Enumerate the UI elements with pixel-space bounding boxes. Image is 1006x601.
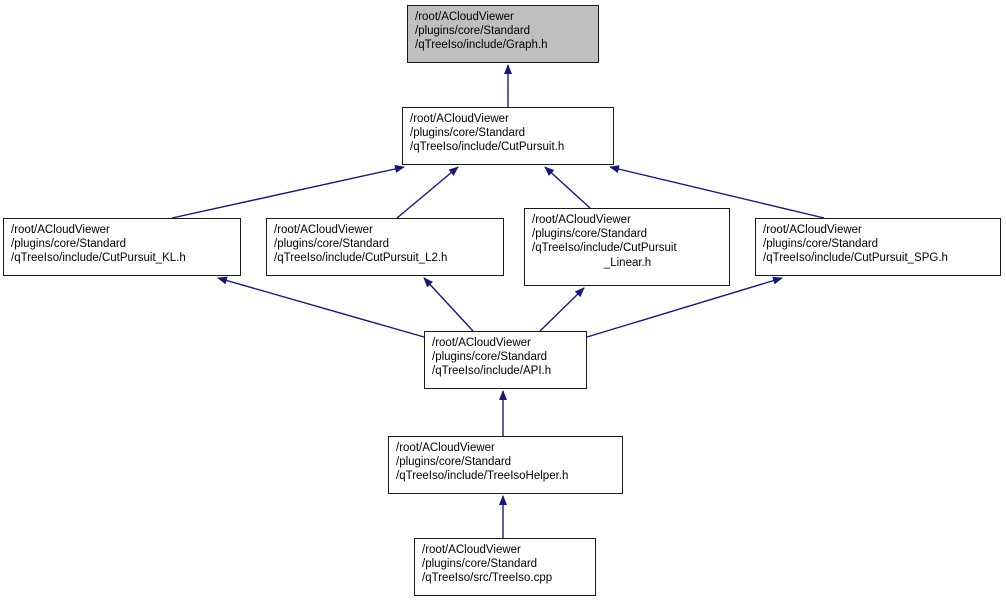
node-treeisohelper-h[interactable]: /root/ACloudViewer/plugins/core/Standard…	[388, 436, 623, 494]
edges-group	[171, 64, 825, 538]
edge-kl-to-cutpursuit	[171, 165, 405, 219]
node-cutpursuit-linear-h[interactable]: /root/ACloudViewer/plugins/core/Standard…	[524, 208, 730, 286]
node-label-line: /root/ACloudViewer	[396, 442, 495, 454]
node-label-line: /plugins/core/Standard	[11, 238, 127, 251]
edge-spg-to-cutpursuit	[609, 165, 825, 219]
node-label-line: /plugins/core/Standard	[415, 25, 531, 38]
node-label-line: /root/ACloudViewer	[532, 214, 631, 226]
node-treeiso-cpp[interactable]: /root/ACloudViewer/plugins/core/Standard…	[414, 538, 596, 596]
node-label-line: /qTreeIso/include/CutPursuit.h	[410, 141, 565, 154]
node-cutpursuit-kl-h[interactable]: /root/ACloudViewer/plugins/core/Standard…	[3, 218, 241, 276]
node-label-line: /root/ACloudViewer	[422, 544, 521, 556]
node-label-line: /qTreeIso/src/TreeIso.cpp	[422, 572, 553, 585]
node-label-line: /qTreeIso/include/CutPursuit_SPG.h	[763, 252, 948, 265]
node-label-line: /plugins/core/Standard	[432, 351, 548, 364]
node-label-line: /root/ACloudViewer	[432, 337, 531, 349]
edge-api-to-kl	[217, 276, 425, 338]
node-label-line: /qTreeIso/include/CutPursuit	[532, 242, 677, 255]
edge-l2-to-cutpursuit	[396, 166, 459, 219]
node-cutpursuit-h[interactable]: /root/ACloudViewer/plugins/core/Standard…	[402, 107, 614, 165]
node-label-line: /qTreeIso/include/API.h	[432, 365, 552, 378]
node-cutpursuit-spg-h[interactable]: /root/ACloudViewer/plugins/core/Standard…	[755, 218, 1001, 276]
node-label-line: /plugins/core/Standard	[422, 558, 538, 571]
node-label-line: /plugins/core/Standard	[274, 238, 390, 251]
node-label-line: /root/ACloudViewer	[763, 224, 862, 236]
node-label-line: /plugins/core/Standard	[532, 228, 648, 241]
node-label-line: /qTreeIso/include/TreeIsoHelper.h	[396, 470, 569, 483]
node-label-line: /root/ACloudViewer	[415, 11, 514, 23]
node-api-h[interactable]: /root/ACloudViewer/plugins/core/Standard…	[424, 331, 587, 389]
node-graph-h[interactable]: /root/ACloudViewer/plugins/core/Standard…	[407, 5, 599, 63]
edge-api-to-l2	[423, 277, 474, 332]
node-label-line: /qTreeIso/include/CutPursuit_L2.h	[274, 252, 448, 265]
node-label-line: /root/ACloudViewer	[410, 113, 509, 125]
node-label-line: /root/ACloudViewer	[11, 224, 110, 236]
edge-api-to-linear	[539, 287, 585, 332]
edge-api-to-spg	[586, 276, 783, 338]
node-label-line: /plugins/core/Standard	[396, 456, 512, 469]
node-cutpursuit-l2-h[interactable]: /root/ACloudViewer/plugins/core/Standard…	[266, 218, 504, 276]
node-label-line: /qTreeIso/include/CutPursuit_KL.h	[11, 252, 186, 265]
node-label-line: /qTreeIso/include/Graph.h	[415, 39, 548, 52]
node-label-line: /plugins/core/Standard	[410, 127, 526, 140]
node-label-line: /plugins/core/Standard	[763, 238, 879, 251]
edge-linear-to-cutpursuit	[544, 166, 591, 209]
node-label-line: _Linear.h	[603, 256, 652, 269]
node-label-line: /root/ACloudViewer	[274, 224, 373, 236]
